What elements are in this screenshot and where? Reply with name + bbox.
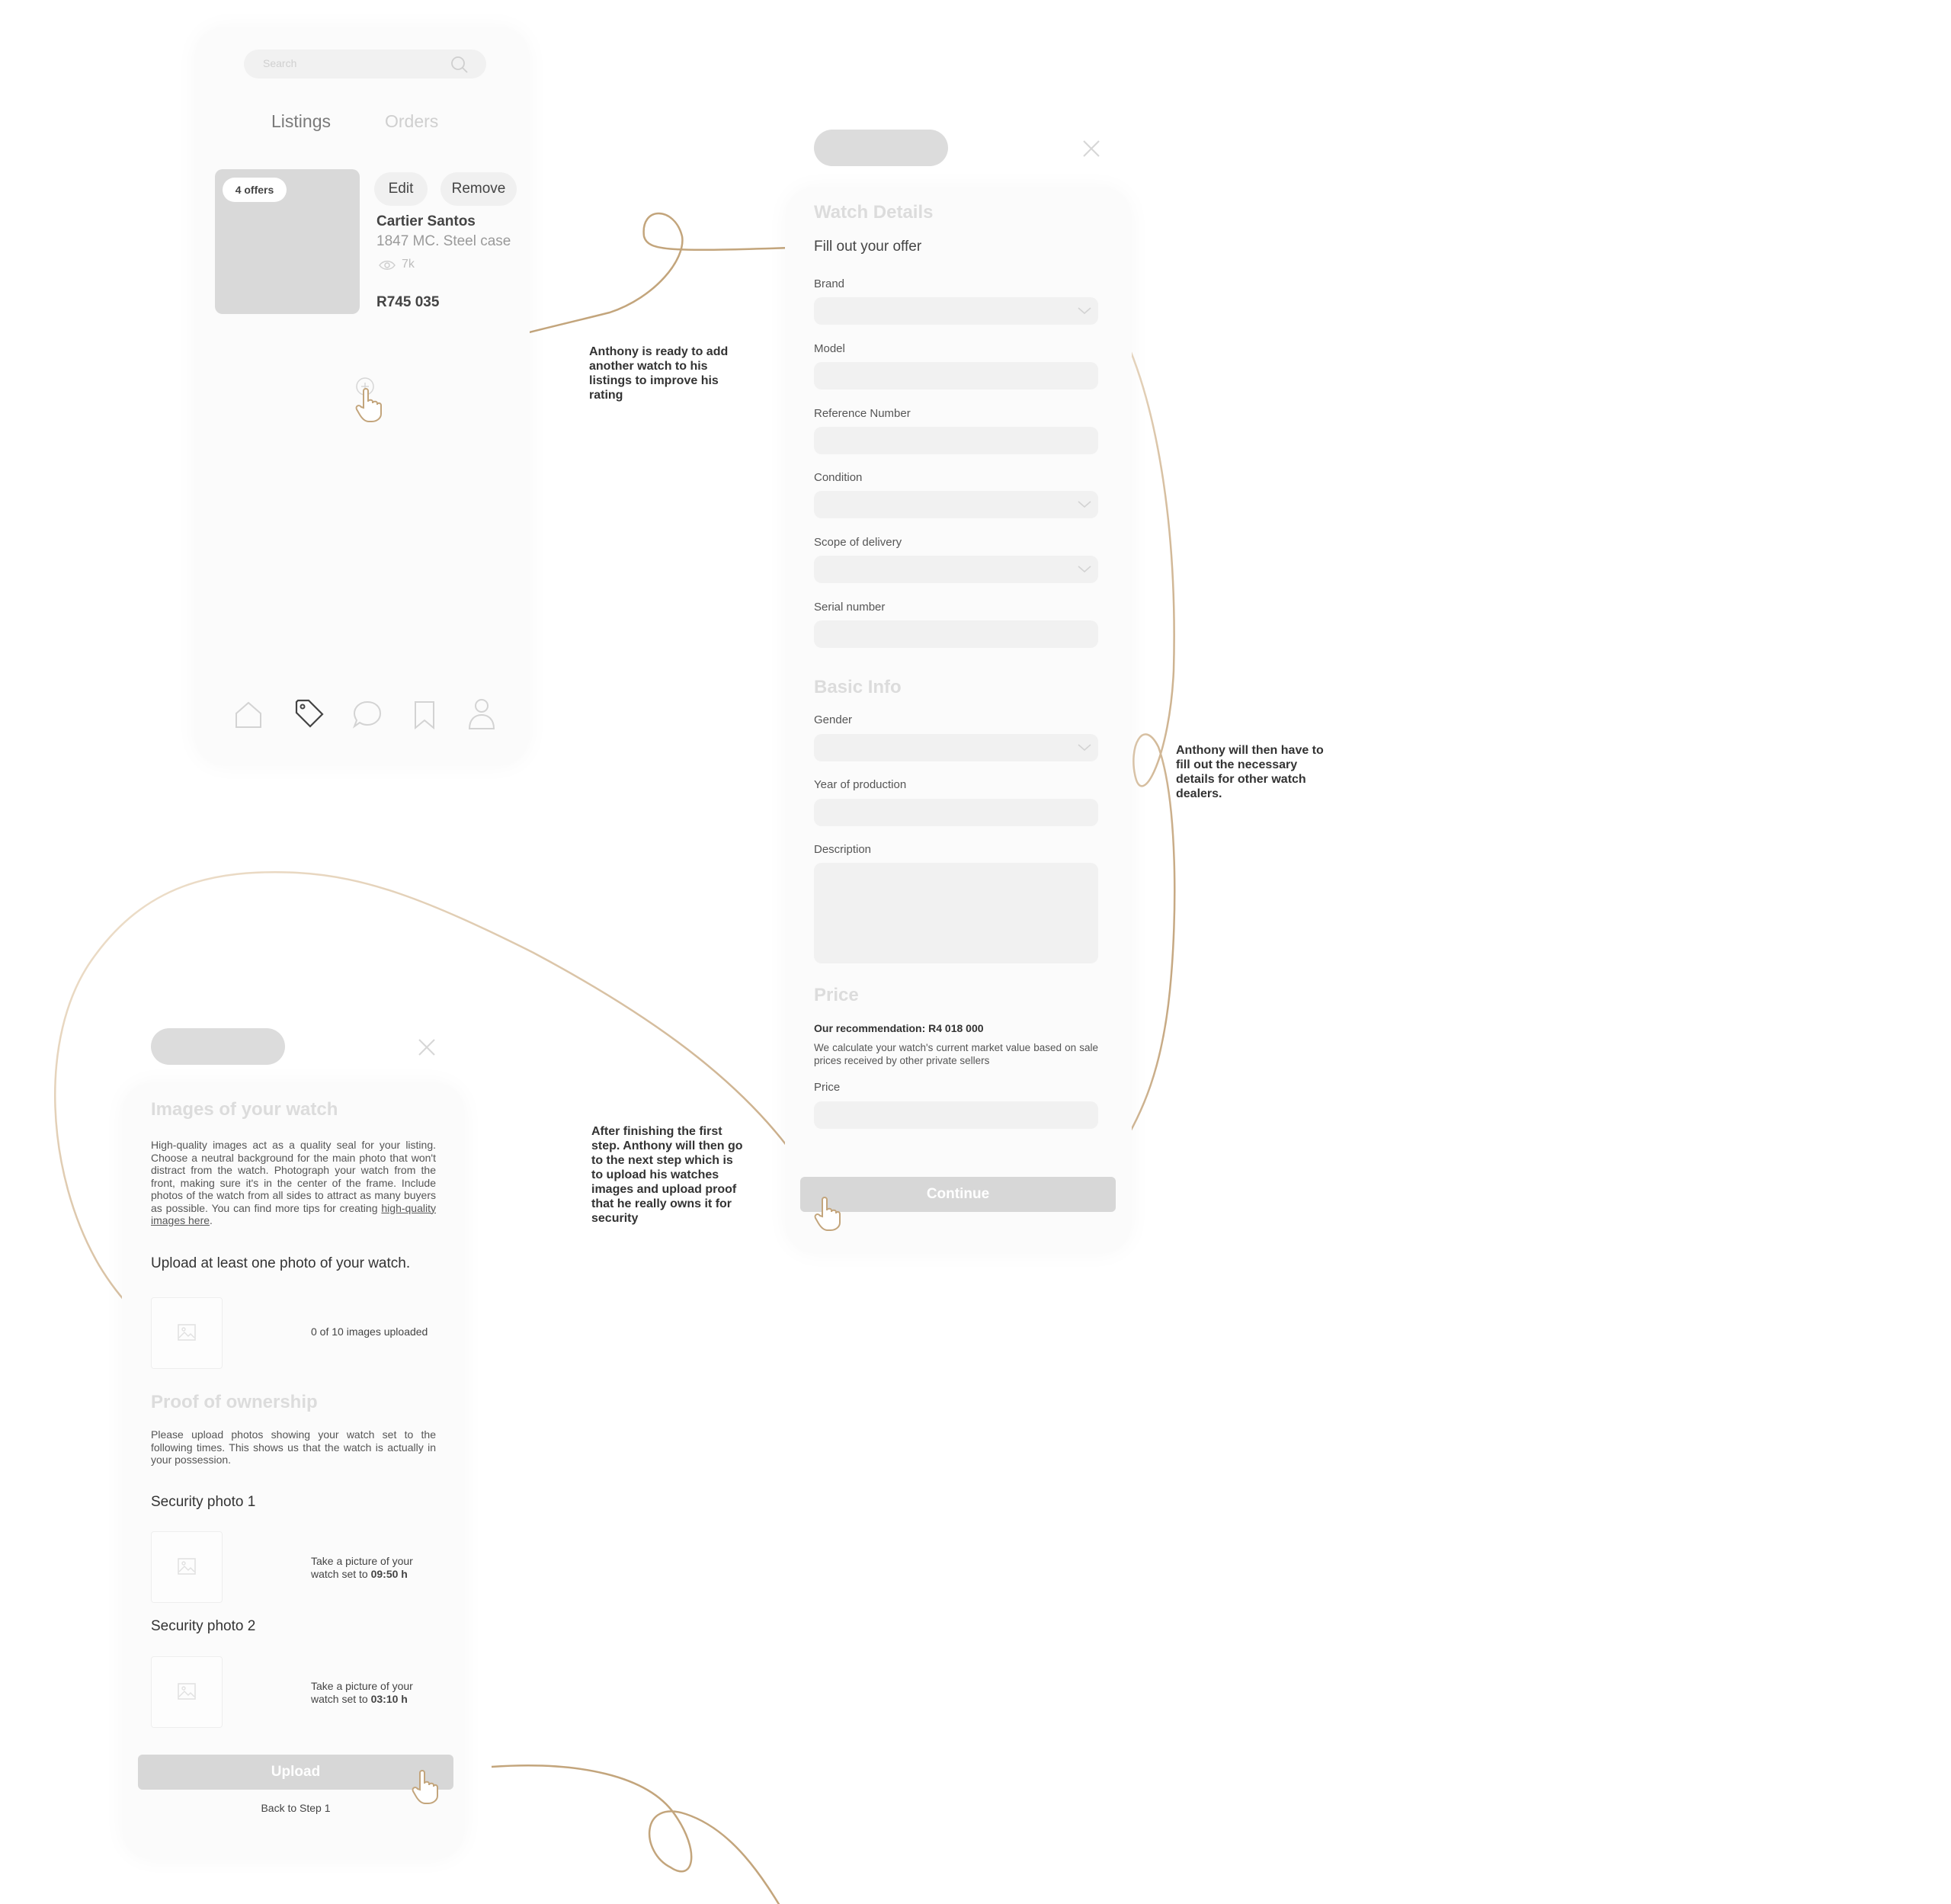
scope-select[interactable] bbox=[814, 556, 1098, 583]
tag-icon[interactable] bbox=[293, 697, 325, 729]
chat-icon[interactable] bbox=[351, 699, 383, 729]
image-icon bbox=[178, 1324, 196, 1341]
year-input[interactable] bbox=[814, 799, 1098, 826]
security-photo-1-slot[interactable] bbox=[151, 1531, 223, 1603]
images-description-text: High-quality images act as a quality sea… bbox=[151, 1139, 436, 1214]
listing-subtitle: 1847 MC. Steel case bbox=[376, 233, 511, 249]
home-icon[interactable] bbox=[233, 700, 264, 730]
tab-orders[interactable]: Orders bbox=[385, 111, 439, 131]
high-quality-images-link[interactable]: high-quality images here bbox=[151, 1201, 436, 1227]
gender-label: Gender bbox=[814, 713, 853, 726]
scope-label: Scope of delivery bbox=[814, 536, 902, 549]
connector-upload-continue bbox=[491, 1765, 780, 1904]
close-icon[interactable] bbox=[418, 1038, 436, 1056]
description-textarea[interactable] bbox=[814, 863, 1098, 963]
model-label: Model bbox=[814, 342, 845, 355]
watch-details-title: Watch Details bbox=[814, 202, 934, 223]
year-label: Year of production bbox=[814, 778, 907, 791]
remove-button[interactable]: Remove bbox=[440, 172, 517, 206]
recommendation-note: We calculate your watch's current market… bbox=[814, 1042, 1098, 1066]
serial-input[interactable] bbox=[814, 620, 1098, 648]
tap-hand-icon bbox=[412, 1770, 438, 1804]
condition-select[interactable] bbox=[814, 491, 1098, 518]
search-bar[interactable]: Search bbox=[244, 50, 486, 79]
profile-icon[interactable] bbox=[467, 697, 496, 730]
bookmark-icon[interactable] bbox=[412, 699, 437, 731]
annotation-next-step: After finishing the first step. Anthony … bbox=[591, 1125, 743, 1225]
views-count: 7k bbox=[402, 258, 415, 271]
eye-icon bbox=[379, 261, 396, 270]
listings-screen bbox=[194, 27, 530, 766]
header-placeholder bbox=[814, 130, 948, 166]
offers-badge: 4 offers bbox=[223, 178, 287, 202]
image-icon bbox=[178, 1558, 196, 1575]
security-photo-1-instruction: Take a picture of your watch set to 09:5… bbox=[311, 1555, 433, 1581]
upload-count: 0 of 10 images uploaded bbox=[311, 1325, 428, 1338]
brand-label: Brand bbox=[814, 277, 845, 290]
upload-button[interactable]: Upload bbox=[138, 1755, 453, 1790]
security-photo-2-text: Take a picture of your watch set to bbox=[311, 1680, 413, 1705]
security-photo-1-time: 09:50 h bbox=[370, 1568, 408, 1580]
proof-description: Please upload photos showing your watch … bbox=[151, 1428, 436, 1466]
image-icon bbox=[178, 1683, 196, 1700]
search-placeholder: Search bbox=[263, 57, 297, 69]
listing-title: Cartier Santos bbox=[376, 213, 476, 229]
header-placeholder bbox=[151, 1028, 285, 1065]
price-recommendation: Our recommendation: R4 018 000 bbox=[814, 1022, 984, 1034]
chevron-down-icon bbox=[1078, 307, 1091, 315]
chevron-down-icon bbox=[1078, 501, 1091, 508]
price-title: Price bbox=[814, 985, 859, 1005]
model-input[interactable] bbox=[814, 362, 1098, 389]
description-label: Description bbox=[814, 843, 872, 856]
tap-hand-icon bbox=[814, 1197, 841, 1231]
reference-input[interactable] bbox=[814, 427, 1098, 454]
chevron-down-icon bbox=[1078, 566, 1091, 573]
images-description-end: . bbox=[210, 1214, 213, 1226]
condition-label: Condition bbox=[814, 471, 863, 484]
connector-continue-to-upload bbox=[54, 871, 821, 1335]
images-description: High-quality images act as a quality sea… bbox=[151, 1139, 436, 1227]
proof-title: Proof of ownership bbox=[151, 1392, 318, 1412]
security-photo-1-title: Security photo 1 bbox=[151, 1494, 256, 1510]
listing-price: R745 035 bbox=[376, 294, 440, 310]
tab-listings[interactable]: Listings bbox=[271, 111, 331, 131]
security-photo-2-title: Security photo 2 bbox=[151, 1618, 256, 1634]
tap-hand-icon bbox=[355, 388, 382, 422]
chevron-down-icon bbox=[1078, 744, 1091, 752]
security-photo-2-instruction: Take a picture of your watch set to 03:1… bbox=[311, 1680, 433, 1706]
security-photo-2-slot[interactable] bbox=[151, 1656, 223, 1728]
brand-select[interactable] bbox=[814, 297, 1098, 325]
reference-label: Reference Number bbox=[814, 407, 911, 420]
upload-images-screen bbox=[122, 1082, 465, 1860]
serial-label: Serial number bbox=[814, 601, 886, 614]
form-subtitle: Fill out your offer bbox=[814, 239, 922, 255]
security-photo-2-time: 03:10 h bbox=[370, 1693, 408, 1705]
gender-select[interactable] bbox=[814, 734, 1098, 761]
close-icon[interactable] bbox=[1082, 139, 1100, 158]
back-to-step-1-link[interactable]: Back to Step 1 bbox=[261, 1802, 331, 1814]
connector-form-to-note bbox=[1113, 316, 1176, 1152]
price-label: Price bbox=[814, 1081, 841, 1094]
continue-button[interactable]: Continue bbox=[800, 1177, 1116, 1212]
image-upload-slot[interactable] bbox=[151, 1297, 223, 1369]
search-icon[interactable] bbox=[450, 55, 469, 75]
security-photo-1-text: Take a picture of your watch set to bbox=[311, 1555, 413, 1580]
edit-button[interactable]: Edit bbox=[374, 172, 428, 206]
images-title: Images of your watch bbox=[151, 1099, 338, 1120]
annotation-fill-details: Anthony will then have to fill out the n… bbox=[1176, 744, 1324, 800]
annotation-add-watch: Anthony is ready to add another watch to… bbox=[589, 345, 729, 402]
upload-prompt: Upload at least one photo of your watch. bbox=[151, 1255, 411, 1271]
price-input[interactable] bbox=[814, 1101, 1098, 1129]
basic-info-title: Basic Info bbox=[814, 677, 902, 697]
